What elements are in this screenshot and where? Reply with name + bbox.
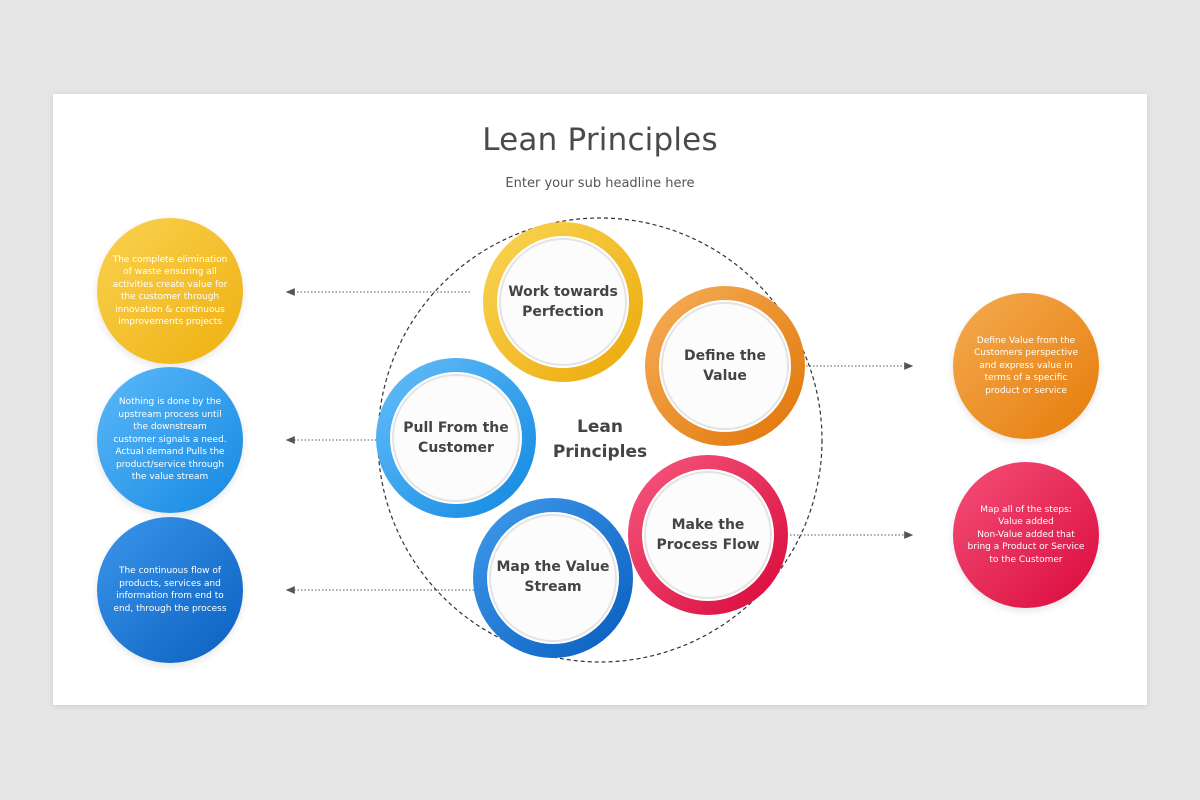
description-pull-text: Nothing is done by the upstream process … (113, 397, 227, 483)
ring-define-value (645, 286, 805, 446)
description-process-flow: Map all of the steps: Value added Non-Va… (953, 462, 1099, 608)
ring-value-stream (473, 498, 633, 658)
description-pull: Nothing is done by the upstream process … (97, 367, 243, 513)
ring-process-flow (628, 455, 788, 615)
ring-label-process-flow: Make the Process Flow (656, 517, 760, 553)
center-label: Lean Principles (552, 417, 648, 462)
dashed-boundary-circle (377, 217, 823, 663)
slide-title: Lean Principles (482, 122, 718, 158)
ring-label-value-stream: Map the Value Stream (496, 559, 610, 595)
description-perfection-text: The complete elimination of waste ensuri… (112, 254, 228, 328)
description-define-value-text: Define Value from the Customers perspect… (974, 335, 1078, 396)
description-value-stream: The continuous flow of products, service… (97, 517, 243, 663)
ring-perfection (483, 222, 643, 382)
description-perfection: The complete elimination of waste ensuri… (97, 218, 243, 364)
description-process-flow-text: Map all of the steps: Value added Non-Va… (967, 504, 1085, 565)
ring-label-perfection: Work towards Perfection (508, 284, 618, 320)
ring-label-pull: Pull From the Customer (403, 420, 509, 456)
description-value-stream-text: The continuous flow of products, service… (113, 566, 227, 614)
slide-subtitle: Enter your sub headline here (505, 176, 695, 191)
connector-arrows (285, 288, 914, 594)
description-define-value: Define Value from the Customers perspect… (953, 293, 1099, 439)
ring-label-define-value: Define the Value (684, 348, 766, 384)
ring-pull (376, 358, 536, 518)
